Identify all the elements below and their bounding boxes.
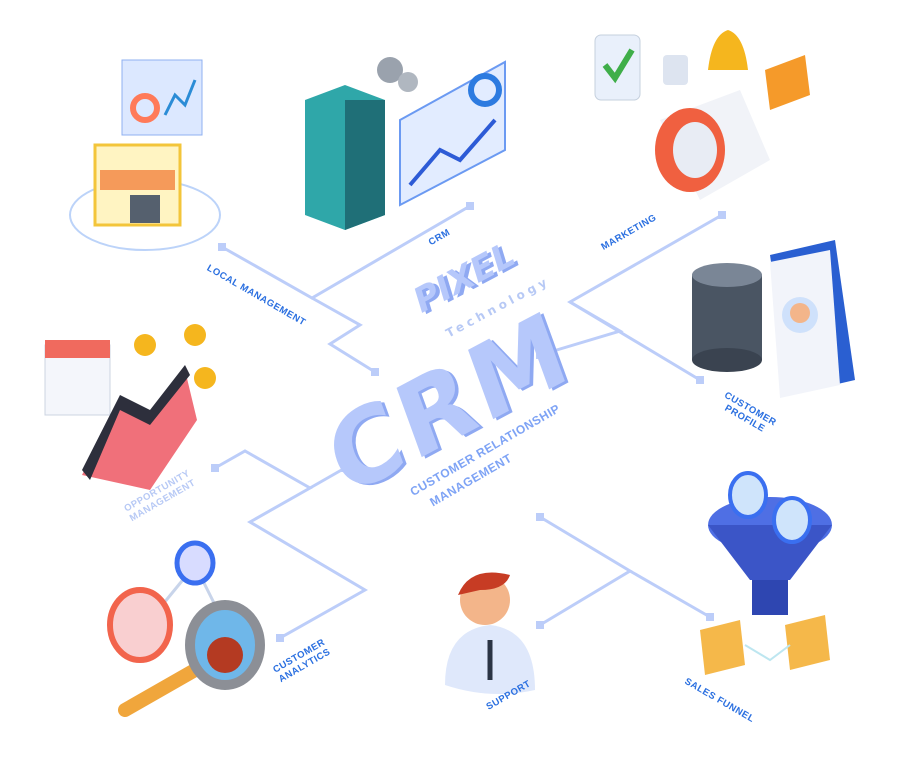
server-dashboard-icon <box>305 57 506 230</box>
magnifier-icon <box>107 540 265 717</box>
growth-chart-icon <box>44 324 216 490</box>
megaphone-icon <box>594 30 810 200</box>
funnel-icon <box>700 471 832 675</box>
support-agent-icon <box>445 572 535 694</box>
store-icon <box>69 59 221 251</box>
database-profile-icon <box>692 240 855 398</box>
